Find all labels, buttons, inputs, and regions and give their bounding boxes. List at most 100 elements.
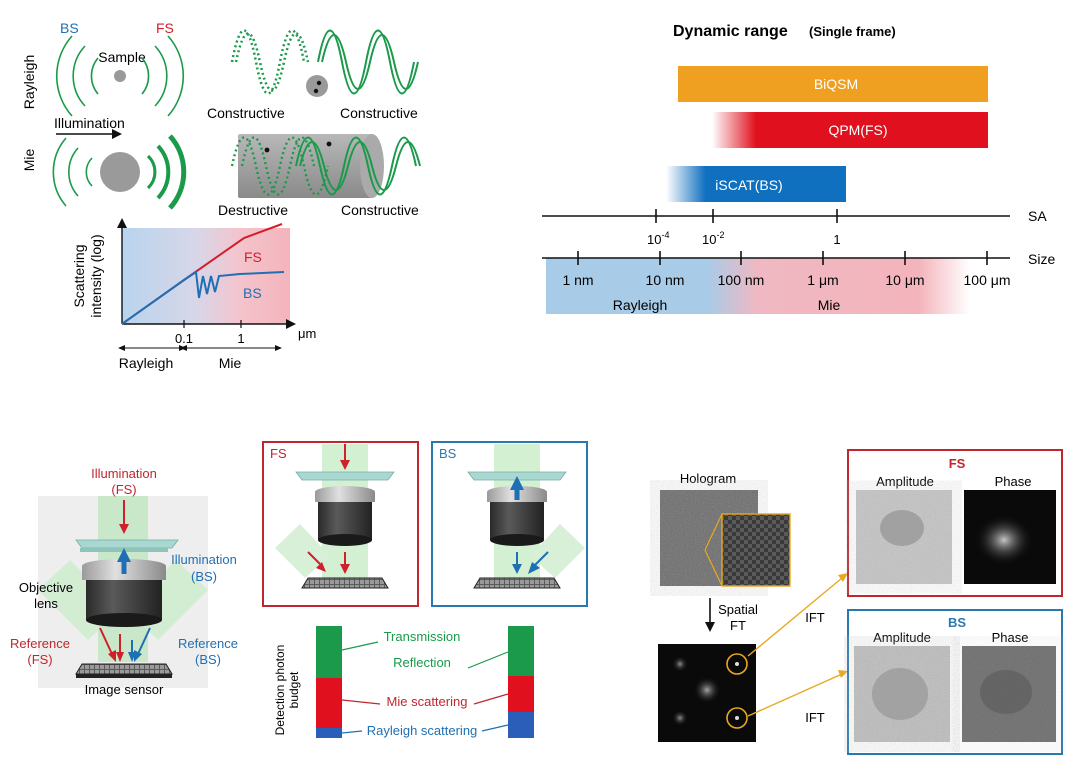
budget-ylabel-line2: budget <box>287 671 301 708</box>
budget-ylabel-line1: Detection photon <box>273 645 287 736</box>
sa-axis-label: SA <box>1028 208 1047 224</box>
plot-bs-label: BS <box>243 285 262 301</box>
objective-label2: lens <box>34 596 58 611</box>
mie-wavefronts <box>52 134 187 210</box>
fs-sideband-marker <box>726 653 748 675</box>
reflection-label: Reflection <box>393 655 451 670</box>
reference-bs-label2: (BS) <box>195 652 221 667</box>
bs-mode-label: BS <box>439 446 457 461</box>
plot-ylabel-line1: Scattering <box>71 244 87 307</box>
bar-biqsm-label: BiQSM <box>814 76 858 92</box>
illumination-bs-label1: Illumination <box>171 552 237 567</box>
bs-label: BS <box>60 20 79 36</box>
mie-interference <box>230 134 421 198</box>
sa-tick-1: 1 <box>833 232 840 247</box>
bar-qpm-fs <box>712 112 988 148</box>
setup-schematic: Illumination (FS) Illumination (BS) Obje… <box>10 466 238 697</box>
dynamic-range-subtitle: (Single frame) <box>809 24 896 39</box>
unit-label: μm <box>298 326 316 341</box>
bs-budget-mie <box>508 676 534 712</box>
scattering-regimes-panel: BS FS Rayleigh Mie Sample Illumination <box>21 20 421 218</box>
plot-mie-label: Mie <box>219 355 242 371</box>
fs-amplitude-label: Amplitude <box>876 474 934 489</box>
bar-iscat-bs <box>666 166 846 202</box>
reference-fs-label1: Reference <box>10 636 70 651</box>
size-tick-10nm: 10 nm <box>646 272 685 288</box>
rayleigh-scattering-label: Rayleigh scattering <box>367 723 478 738</box>
hologram-label: Hologram <box>680 471 736 486</box>
destructive-label: Destructive <box>218 202 288 218</box>
plot-ylabel-line2: intensity (log) <box>88 234 104 317</box>
size-tick-1um: 1 μm <box>807 272 838 288</box>
constructive-label-1: Constructive <box>207 105 285 121</box>
bar-iscat-bs-label: iSCAT(BS) <box>715 177 782 193</box>
sample-label: Sample <box>98 49 146 65</box>
fs-mode-label: FS <box>270 446 287 461</box>
constructive-label-3: Constructive <box>341 202 419 218</box>
illumination-fs-label1: Illumination <box>91 466 157 481</box>
size-tick-10um: 10 μm <box>885 272 924 288</box>
mie-row-label: Mie <box>21 149 37 172</box>
fs-result-title: FS <box>949 456 966 471</box>
fs-mode-panel: FS <box>262 441 419 607</box>
bar-qpm-fs-label: QPM(FS) <box>828 122 887 138</box>
fs-budget-rayleigh <box>316 728 342 738</box>
hologram-zoom-inset <box>721 513 791 587</box>
scattering-intensity-plot: FS BS Scattering intensity (log) 0.1 1 μ… <box>71 218 316 371</box>
size-axis-label: Size <box>1028 251 1055 267</box>
objective-label1: Objective <box>19 580 73 595</box>
size-rayleigh-label: Rayleigh <box>613 297 667 313</box>
bs-curve <box>121 270 285 325</box>
size-tick-1nm: 1 nm <box>562 272 593 288</box>
plot-rayleigh-label: Rayleigh <box>119 355 173 371</box>
rayleigh-particle <box>114 70 126 82</box>
fs-budget-transmission <box>316 626 342 678</box>
bs-phase-label: Phase <box>992 630 1029 645</box>
sample-slide <box>75 539 179 549</box>
bs-budget-reflection <box>508 626 534 676</box>
tick-1: 1 <box>237 331 244 346</box>
image-sensor <box>75 663 173 675</box>
spatial-label: Spatial <box>718 602 758 617</box>
reference-fs-arrow <box>99 627 113 655</box>
size-tick-100nm: 100 nm <box>718 272 765 288</box>
bs-amplitude-label: Amplitude <box>873 630 931 645</box>
size-tick-100um: 100 μm <box>964 272 1011 288</box>
bs-result-title: BS <box>948 615 966 630</box>
plot-background <box>122 228 290 324</box>
bs-budget-rayleigh <box>508 712 534 738</box>
sa-tick-1e-2: 10-2 <box>702 230 724 247</box>
ift-label-1: IFT <box>805 610 825 625</box>
mie-particle <box>100 152 140 192</box>
ift-label-2: IFT <box>805 710 825 725</box>
size-regime-band <box>546 258 970 314</box>
illumination-label: Illumination <box>54 115 125 131</box>
rayleigh-row-label: Rayleigh <box>21 55 37 109</box>
ift-arrow-bs <box>747 673 843 717</box>
fs-budget-mie <box>316 678 342 728</box>
constructive-label-2: Constructive <box>340 105 418 121</box>
bs-sideband-marker <box>726 707 748 729</box>
bs-mode-panel: BS <box>431 441 588 607</box>
mie-scattering-label: Mie scattering <box>387 694 468 709</box>
reference-bs-label1: Reference <box>178 636 238 651</box>
fs-phase-label: Phase <box>995 474 1032 489</box>
hologram-processing: Hologram Spatial FT IFT IFT FS Amplitude… <box>658 449 1063 755</box>
photon-budget-chart: Detection photon budget Transmission Ref… <box>273 626 534 738</box>
dynamic-range-panel: Dynamic range (Single frame) BiQSM QPM(F… <box>542 23 1055 314</box>
bar-biqsm <box>678 66 988 102</box>
transmission-label: Transmission <box>384 629 461 644</box>
tick-0-1: 0.1 <box>175 331 193 346</box>
sa-tick-1e-4: 10-4 <box>647 230 669 247</box>
rayleigh-interference <box>230 29 419 97</box>
reference-bs-arrow <box>137 627 151 655</box>
illumination-bs-label2: (BS) <box>191 569 217 584</box>
fs-label: FS <box>156 20 174 36</box>
plot-fs-label: FS <box>244 249 262 265</box>
rayleigh-wavefronts <box>55 35 185 117</box>
ft-label: FT <box>730 618 746 633</box>
size-mie-label: Mie <box>818 297 841 313</box>
illumination-fs-label2: (FS) <box>111 482 136 497</box>
reference-fs-label2: (FS) <box>27 652 52 667</box>
dynamic-range-title: Dynamic range <box>673 23 788 40</box>
